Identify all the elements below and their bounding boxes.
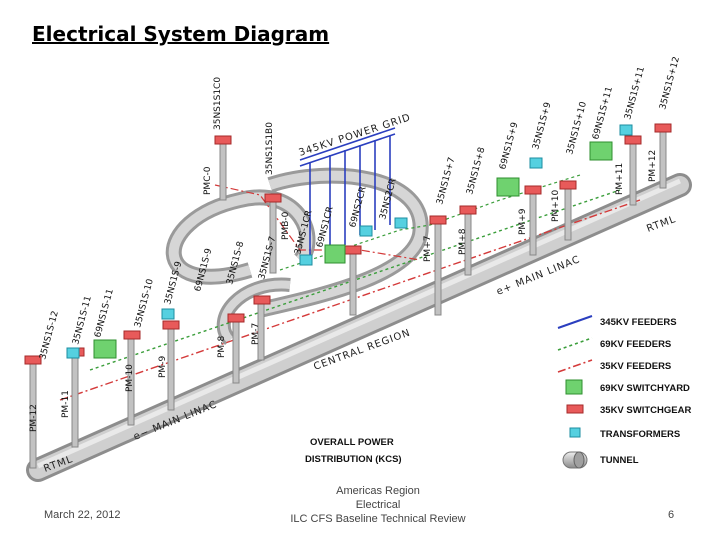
legend-label: 35KV SWITCHGEAR [600,405,691,416]
substation-label: 69NS1S+9 [498,121,520,171]
substation-label: 35NS1S-10 [133,278,156,329]
legend-swatch-345kv [557,315,593,329]
legend-label: TRANSFORMERS [600,429,680,440]
tunnel [26,167,692,482]
substation-label: 35NS1S1B0 [265,122,275,175]
footer-center: Americas Region Electrical ILC CFS Basel… [280,484,476,526]
pm-label: PM-7 [251,323,261,345]
footer-page-number: 6 [668,509,675,521]
substation-label: 35NS1S+10 [565,100,589,155]
substation-label: 35NS1S+9 [531,101,553,151]
pm-label: PM+9 [518,208,528,235]
pm-label: PM-8 [217,336,227,358]
switchyard-cubes [93,141,613,359]
legend-label: TUNNEL [600,455,639,466]
footer-center-line-3: ILC CFS Baseline Technical Review [290,513,466,525]
substation-label: 35NS1S+12 [658,56,682,111]
pm-label: PMC-0 [203,166,213,195]
legend-label: 35KV FEEDERS [600,361,671,372]
legend-label: 69KV SWITCHYARD [600,383,690,394]
pm-label: PMB-0 [281,211,291,240]
transformers [66,124,633,359]
substation-label: 35NS1S-11 [71,295,94,346]
caption-line-1: OVERALL POWER [310,437,394,448]
substation-label: 69NS1S-11 [93,288,116,339]
legend-swatch-switchgear [566,404,584,414]
pm-label: PM+8 [458,228,468,255]
substation-label: 35NS1S1C0 [213,77,223,130]
footer-date: March 22, 2012 [44,509,121,521]
caption-line-2: DISTRIBUTION (KCS) [305,454,402,465]
substation-label: 69NS1CR [315,205,336,248]
substation-label: 35NS1S+11 [623,66,647,121]
pm-label: PM-10 [125,364,135,392]
pm-label: PM-12 [29,404,39,432]
grid-345kv [299,127,396,258]
region-label-rtml-right: RTML [645,214,677,235]
legend-swatch-transformer [569,427,581,438]
grid-label: 345KV POWER GRID [298,112,413,159]
substation-label: 69NS1S+11 [591,86,615,141]
substation-label: 69NS2CR [348,185,369,228]
pm-label: PM+7 [423,236,433,262]
footer-center-line-2: Electrical [355,499,401,511]
pm-label: PM-9 [158,356,168,378]
legend-label: 345KV FEEDERS [600,317,677,328]
legend-swatch-35kv [557,359,593,373]
legend-swatch-tunnel [562,451,588,469]
legend-swatch-switchyard [565,379,583,395]
page-title: Electrical System Diagram [32,22,330,46]
substation-label: 35NS1S+7 [435,156,457,206]
pm-label: PM-11 [61,390,71,418]
feeder-35kv-loop [214,184,421,261]
footer-center-line-1: Americas Region [336,485,420,497]
pm-labels: PM-12 PM-11 PM-10 PM-9 PM-8 PM-7 PMB-0 P… [29,150,658,432]
pm-label: PM+12 [648,150,658,182]
substation-label: 35NS1S+8 [465,146,487,196]
substation-label: 35NS1S-12 [38,310,61,361]
legend-label: 69KV FEEDERS [600,339,671,350]
pm-label: PM+11 [615,163,625,195]
legend: 345KV FEEDERS 69KV FEEDERS 35KV FEEDERS … [557,315,691,469]
pm-label: PM+10 [551,190,561,222]
shafts [29,127,667,469]
substation-label: 35NS1S-9 [163,260,184,306]
legend-swatch-69kv [557,337,593,351]
